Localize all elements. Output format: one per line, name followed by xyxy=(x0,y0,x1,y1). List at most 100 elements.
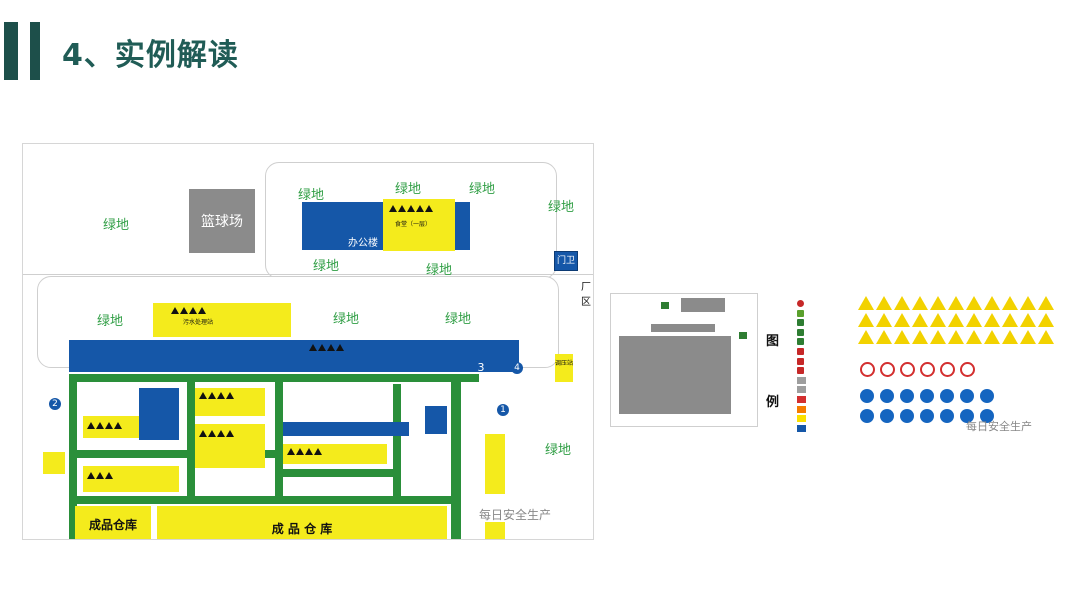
sewage-station: 污水处理站 xyxy=(153,303,291,337)
prohibition-sign-icon xyxy=(880,362,895,377)
warning-sign-icon xyxy=(912,330,928,344)
warning-signs xyxy=(87,472,114,479)
prohibition-sign-icon xyxy=(960,362,975,377)
legend-item xyxy=(797,385,812,394)
green-area: 绿地 xyxy=(313,259,340,274)
mandatory-sign-icon xyxy=(900,409,914,423)
office-label: 办公楼 xyxy=(348,238,378,249)
warning-sign-icon xyxy=(858,313,874,327)
gatehouse: 门卫 xyxy=(554,251,578,271)
warning-sign-icon xyxy=(912,313,928,327)
workshop-general-risk xyxy=(83,466,179,492)
warning-sign-icon xyxy=(984,313,1000,327)
warning-sign-icon xyxy=(966,296,982,310)
building-plan-thumbnail xyxy=(610,293,758,427)
watermark: 每日安全生产 xyxy=(966,420,1032,433)
finished-goods-warehouse-left: 成品仓库 xyxy=(75,506,151,539)
workshop-low-risk xyxy=(425,406,447,434)
mandatory-sign-icon xyxy=(920,389,934,403)
mandatory-sign-icon xyxy=(860,409,874,423)
prohibition-sign-icon xyxy=(940,362,955,377)
evacuation-walkway xyxy=(69,450,275,458)
page-title: 4、实例解读 xyxy=(62,38,239,73)
warning-sign-icon xyxy=(966,313,982,327)
factory-area-label: 厂区 xyxy=(581,282,591,308)
warning-signs xyxy=(287,448,323,455)
legend-item xyxy=(797,376,812,385)
legend-item xyxy=(797,328,810,337)
exit-marker-3: 3 xyxy=(477,361,485,374)
mandatory-sign-icon xyxy=(980,409,994,423)
finished-goods-warehouse: 成 品 仓 库 xyxy=(157,506,447,539)
warning-sign-icon xyxy=(876,296,892,310)
warning-sign-icon xyxy=(1002,296,1018,310)
pressure-station: 调压站 xyxy=(555,354,573,382)
warning-sign-icon xyxy=(930,296,946,310)
warning-sign-icon xyxy=(966,330,982,344)
legend-item xyxy=(797,395,812,404)
exit-marker-4: 4 xyxy=(511,362,523,374)
evacuation-walkway xyxy=(393,384,401,502)
plan-block xyxy=(619,336,731,414)
green-area: 绿地 xyxy=(103,218,130,233)
workshop-general-risk xyxy=(485,434,505,494)
warning-sign-icon xyxy=(894,296,910,310)
exit-sign-icon xyxy=(661,302,669,309)
warning-sign-icon xyxy=(1002,313,1018,327)
warning-signs xyxy=(87,422,123,429)
warning-sign-icon xyxy=(1002,330,1018,344)
warning-sign-icon xyxy=(1038,330,1054,344)
major-risk-swatch xyxy=(797,396,806,403)
evacuation-walkway xyxy=(283,469,401,477)
warning-signs xyxy=(199,430,235,437)
gate-label: 门卫 xyxy=(556,256,575,266)
general-risk-swatch xyxy=(797,415,806,423)
mandatory-sign-icon xyxy=(980,389,994,403)
warning-sign-icon xyxy=(1020,330,1036,344)
muster-point-icon xyxy=(797,338,804,346)
warning-sign-icon xyxy=(930,313,946,327)
legend-item xyxy=(797,337,810,346)
workshop-general-risk xyxy=(485,522,505,539)
green-area: 绿地 xyxy=(545,443,572,458)
warning-sign-icon xyxy=(948,330,964,344)
canteen-label: 食堂（一层） xyxy=(395,221,432,228)
fire-extinguisher-icon xyxy=(797,348,804,355)
legend-item xyxy=(797,366,810,375)
workshop-low-risk xyxy=(139,388,179,440)
mandatory-sign-icon xyxy=(940,389,954,403)
assembly-point-icon xyxy=(797,300,804,307)
warning-sign-icon xyxy=(984,296,1000,310)
mandatory-sign-icon xyxy=(940,409,954,423)
warning-sign-icon xyxy=(1038,313,1054,327)
walkway-swatch xyxy=(797,386,806,394)
warning-sign-icon xyxy=(930,330,946,344)
workshop-low-risk xyxy=(283,422,409,436)
evacuation-route-icon xyxy=(797,309,804,317)
emergency-light-icon xyxy=(797,367,804,375)
warning-sign-icon xyxy=(858,296,874,310)
legend-item xyxy=(797,318,810,327)
stairs-swatch xyxy=(797,376,806,384)
warning-signs xyxy=(389,205,434,212)
legend-item xyxy=(797,405,812,414)
evacuation-walkway xyxy=(69,496,461,504)
mandatory-sign-icon xyxy=(880,389,894,403)
prohibition-sign-icon xyxy=(920,362,935,377)
warning-sign-icon xyxy=(948,313,964,327)
plan-block xyxy=(681,298,725,312)
mandatory-sign-icon xyxy=(960,389,974,403)
warehouse-main-label: 成 品 仓 库 xyxy=(271,522,333,536)
legend-item xyxy=(797,309,810,318)
exit-marker-2: 2 xyxy=(49,398,61,410)
workshop-general-risk xyxy=(43,452,65,474)
header-accent-bar-thin xyxy=(30,22,40,80)
exit-sign-icon xyxy=(739,332,747,339)
sewage-label: 污水处理站 xyxy=(183,319,214,326)
workshop-low-risk-strip xyxy=(69,340,519,372)
emergency-exit-icon xyxy=(797,328,804,336)
mandatory-sign-icon xyxy=(920,409,934,423)
legend-item xyxy=(797,424,812,433)
warning-sign-icon xyxy=(948,296,964,310)
warning-sign-icon xyxy=(912,296,928,310)
